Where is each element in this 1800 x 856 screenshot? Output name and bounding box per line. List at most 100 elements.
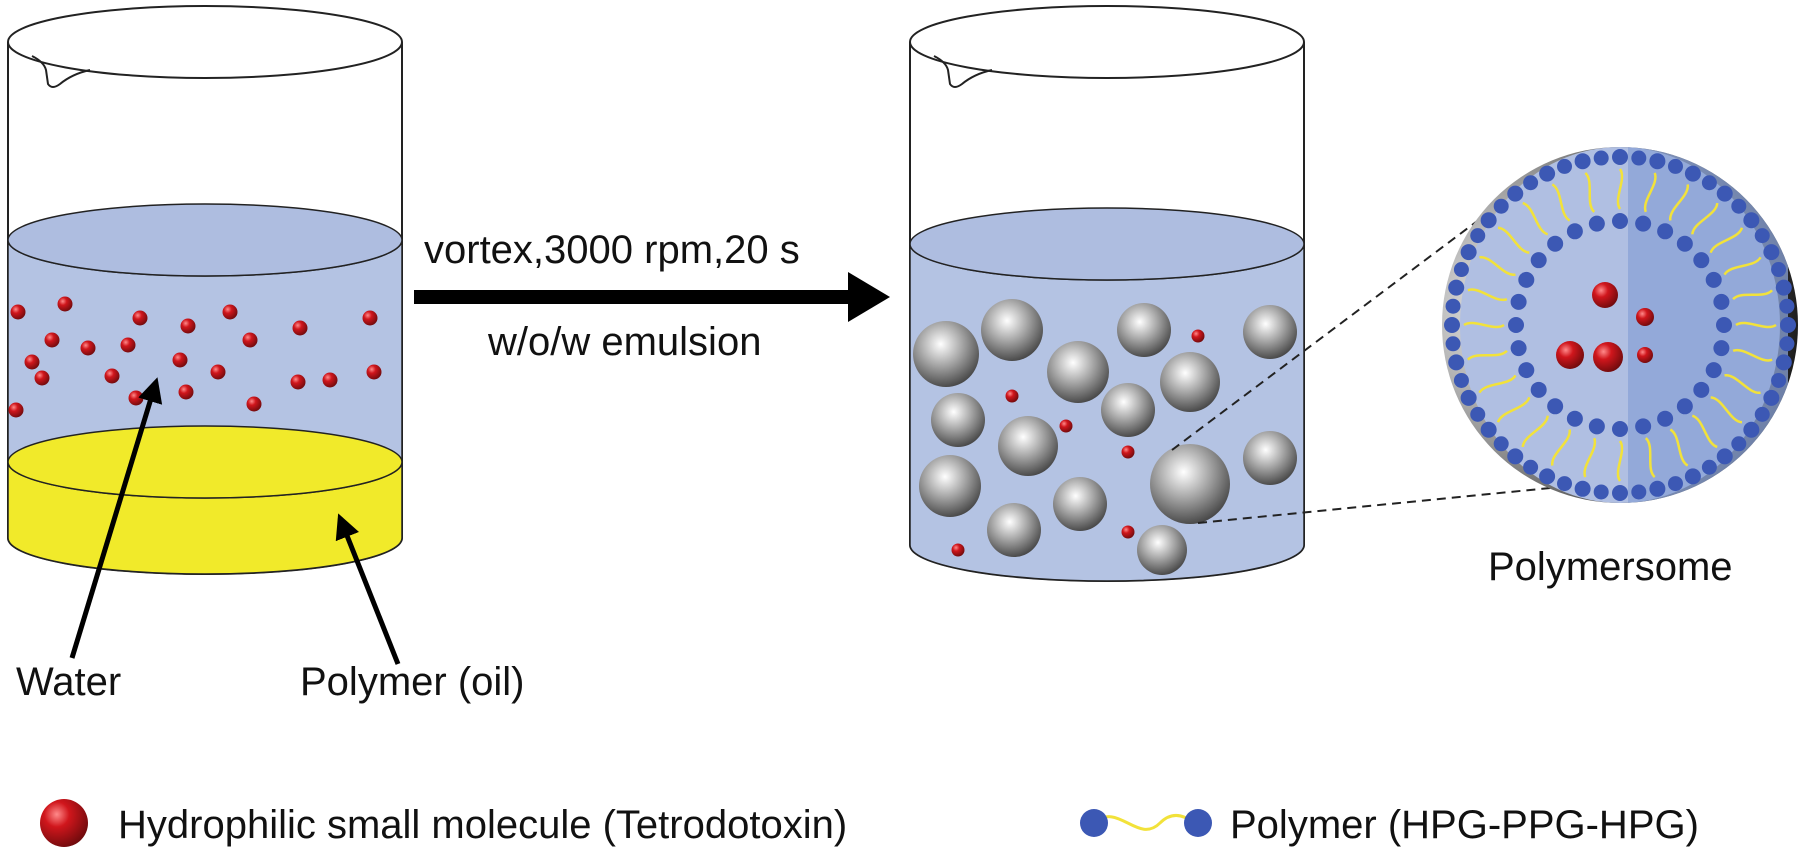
drug-molecule <box>120 337 136 353</box>
polymer-head <box>1657 223 1674 240</box>
drug-molecule <box>1636 308 1654 326</box>
polymer-head <box>1445 336 1461 352</box>
polymersome-sphere <box>1117 303 1171 357</box>
emulsion-surface <box>909 207 1305 281</box>
legend-polymer-label: Polymer (HPG-PPG-HPG) <box>1230 803 1699 847</box>
drug-molecule <box>34 370 50 386</box>
drug-molecule <box>246 396 262 412</box>
polymer-tail <box>1463 321 1505 329</box>
polymer-head <box>1713 293 1730 310</box>
polymer-head <box>1588 418 1605 435</box>
polymersome-sphere <box>931 393 985 447</box>
polymer-head <box>1453 262 1469 278</box>
right-beaker <box>909 5 1305 582</box>
polymersome-sphere <box>919 455 981 517</box>
polymer-head <box>1612 213 1628 229</box>
polymer-tail <box>1732 348 1773 362</box>
polymer-head <box>1693 252 1710 269</box>
polymer-head <box>1530 381 1547 398</box>
drug-molecule <box>1592 282 1618 308</box>
zoom-line-top <box>1171 194 1513 451</box>
drug-molecule <box>8 402 24 418</box>
drug-molecule <box>210 364 226 380</box>
drug-molecule <box>1059 419 1073 433</box>
polymersome-sphere <box>1243 431 1297 485</box>
drug-molecule <box>80 340 96 356</box>
polymer-head <box>1775 354 1792 371</box>
polymer-head <box>1593 484 1609 500</box>
polymer-tail <box>1496 396 1531 423</box>
left-beaker-rim <box>7 5 403 79</box>
encapsulated-drug-molecules <box>1556 282 1654 372</box>
drug-molecule <box>24 354 40 370</box>
polymer-tail <box>1735 321 1777 329</box>
polymersome-sphere <box>1137 525 1187 575</box>
polymer-head <box>1470 406 1486 422</box>
polymer-head <box>1649 480 1666 497</box>
polymer-tail <box>1583 437 1597 478</box>
polymer-tail <box>1669 428 1689 467</box>
water-label: Water <box>16 660 121 704</box>
bilayer-membrane <box>1444 149 1796 501</box>
polymer-head <box>1588 215 1605 232</box>
polymer-tail <box>1497 226 1530 254</box>
legend: Hydrophilic small molecule (Tetrodotoxin… <box>40 799 1699 847</box>
drug-molecule <box>178 384 194 400</box>
polymer-head <box>1566 410 1583 427</box>
polymer-head <box>1448 354 1465 371</box>
polymer-head <box>1713 340 1730 357</box>
polymersome-sphere <box>1243 305 1297 359</box>
drug-molecule <box>57 296 73 312</box>
legend-polymer-icon <box>1080 809 1212 837</box>
polymersome-sphere <box>1160 352 1220 412</box>
polymersome-label: Polymersome <box>1488 545 1733 589</box>
polymer-head <box>1701 175 1717 191</box>
polymer-head <box>1771 262 1787 278</box>
polymer-head <box>1460 389 1477 406</box>
polymer-head <box>1574 153 1591 170</box>
polymer-head <box>1693 381 1710 398</box>
polymer-head <box>1779 298 1795 314</box>
polymer-head <box>1507 448 1524 465</box>
polymer-head <box>1612 421 1628 437</box>
polymer-head <box>1510 293 1527 310</box>
polymersome-sphere <box>1150 444 1230 524</box>
polymer-head <box>1667 476 1683 492</box>
polymer-head <box>1743 421 1760 438</box>
polymer-head <box>1743 212 1760 229</box>
polymer-tail <box>1691 414 1718 449</box>
polymer-head <box>1716 448 1733 465</box>
polymer-head <box>1539 468 1556 485</box>
polymer-head <box>1731 198 1747 214</box>
polymer-head <box>1493 198 1509 214</box>
polymer-head <box>1445 298 1461 314</box>
drug-molecule <box>1121 445 1135 459</box>
process-emulsion-text: w/o/w emulsion <box>487 320 761 364</box>
polymer-head <box>1731 436 1747 452</box>
polymer-head <box>1593 150 1609 166</box>
polymer-head <box>1566 223 1583 240</box>
drug-molecule <box>222 304 238 320</box>
water-pointer-arrow <box>69 377 163 659</box>
left-drug-molecules <box>8 296 382 418</box>
polymer-head <box>1716 185 1733 202</box>
polymer-tail <box>1479 256 1516 276</box>
left-beaker-spout <box>31 55 91 88</box>
polymer-head <box>1705 362 1722 379</box>
polymer-head <box>1775 279 1792 296</box>
polymer-tail <box>1616 168 1624 210</box>
drug-molecule <box>290 374 306 390</box>
polymer-head <box>1763 389 1780 406</box>
polymersome-sphere <box>987 503 1041 557</box>
polymer-tail <box>1643 172 1657 213</box>
polymer-head <box>1480 421 1497 438</box>
drug-molecule <box>10 304 26 320</box>
polymer-tail <box>1478 374 1517 394</box>
drug-molecule <box>128 390 144 406</box>
polymer-head <box>1657 410 1674 427</box>
polymer-head <box>1701 459 1717 475</box>
right-beaker-spout <box>933 55 993 88</box>
legend-drug-icon <box>40 799 88 847</box>
polymer-head <box>1631 484 1647 500</box>
